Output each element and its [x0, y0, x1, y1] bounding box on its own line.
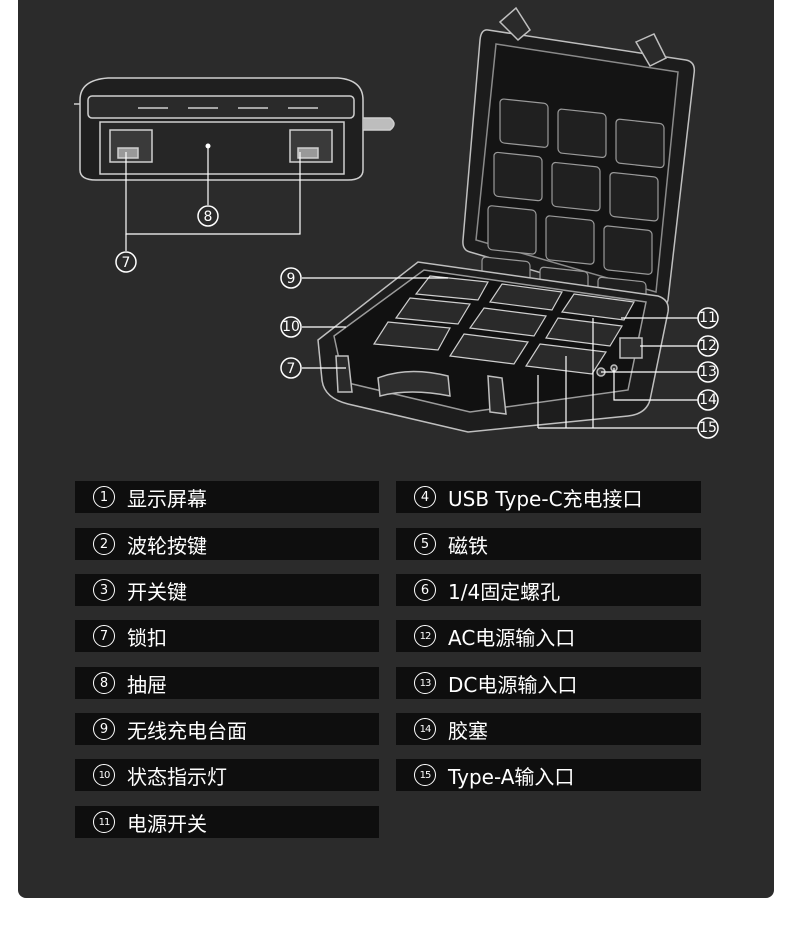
legend-item-1: 1 显示屏幕	[75, 481, 379, 513]
callout-15: 15	[697, 417, 719, 439]
legend-item-9: 9 无线充电台面	[75, 713, 379, 745]
svg-text:15: 15	[699, 420, 717, 436]
legend-item-11: 11 电源开关	[75, 806, 379, 838]
case-open-view	[317, 6, 696, 433]
svg-text:9: 9	[287, 271, 296, 287]
product-illustration: 8 7 9 10 7 11 12 13	[74, 6, 719, 439]
svg-text:7: 7	[287, 361, 296, 377]
svg-text:11: 11	[699, 310, 717, 326]
legend-item-15: 15 Type-A输入口	[396, 759, 701, 791]
legend-number: 8	[93, 672, 115, 694]
legend-label: 电源开关	[127, 811, 207, 836]
svg-text:7: 7	[122, 255, 131, 271]
legend-label: 状态指示灯	[127, 764, 227, 789]
callout-9: 9	[280, 267, 302, 289]
legend-item-5: 5 磁铁	[396, 528, 701, 560]
legend-label: USB Type-C充电接口	[448, 486, 643, 511]
legend-label: 1/4固定螺孔	[448, 579, 561, 604]
legend-label: 抽屉	[127, 672, 167, 697]
legend-label: 磁铁	[448, 533, 488, 558]
legend-label: Type-A输入口	[448, 764, 575, 789]
legend-number: 13	[414, 672, 436, 694]
legend-item-7: 7 锁扣	[75, 620, 379, 652]
legend-number: 7	[93, 625, 115, 647]
legend-label: 无线充电台面	[127, 718, 247, 743]
legend-number: 4	[414, 486, 436, 508]
leader-lines	[125, 146, 698, 429]
legend-item-14: 14 胶塞	[396, 713, 701, 745]
legend-number: 1	[93, 486, 115, 508]
legend-number: 10	[93, 764, 115, 786]
legend-number: 6	[414, 579, 436, 601]
callout-13: 13	[697, 361, 719, 383]
legend-label: 锁扣	[127, 625, 167, 650]
legend-label: DC电源输入口	[448, 672, 578, 697]
diagram-panel: 8 7 9 10 7 11 12 13	[18, 0, 774, 898]
legend-number: 14	[414, 718, 436, 740]
legend-item-4: 4 USB Type-C充电接口	[396, 481, 701, 513]
legend-number: 2	[93, 533, 115, 555]
callout-7-side: 7	[115, 251, 137, 273]
callout-14: 14	[697, 389, 719, 411]
callout-7-front: 7	[280, 357, 302, 379]
svg-text:14: 14	[699, 392, 717, 408]
legend-item-13: 13 DC电源输入口	[396, 667, 701, 699]
legend-label: 胶塞	[448, 718, 488, 743]
callout-8: 8	[197, 205, 219, 227]
legend-label: 开关键	[127, 579, 187, 604]
legend-label: 显示屏幕	[127, 486, 207, 511]
legend-item-12: 12 AC电源输入口	[396, 620, 701, 652]
legend-item-6: 6 1/4固定螺孔	[396, 574, 701, 606]
legend-number: 12	[414, 625, 436, 647]
legend-number: 9	[93, 718, 115, 740]
svg-text:8: 8	[204, 209, 213, 225]
callout-10: 10	[280, 316, 302, 338]
legend-item-8: 8 抽屉	[75, 667, 379, 699]
legend-item-10: 10 状态指示灯	[75, 759, 379, 791]
callout-12: 12	[697, 335, 719, 357]
callout-11: 11	[697, 307, 719, 329]
svg-text:12: 12	[699, 338, 717, 354]
legend-label: 波轮按键	[127, 533, 207, 558]
svg-text:10: 10	[282, 319, 300, 335]
legend-label: AC电源输入口	[448, 625, 576, 650]
legend-item-2: 2 波轮按键	[75, 528, 379, 560]
legend-number: 11	[93, 811, 115, 833]
legend-number: 5	[414, 533, 436, 555]
legend-item-3: 3 开关键	[75, 574, 379, 606]
svg-text:13: 13	[699, 364, 717, 380]
legend-number: 3	[93, 579, 115, 601]
case-side-view	[74, 77, 395, 181]
legend-number: 15	[414, 764, 436, 786]
